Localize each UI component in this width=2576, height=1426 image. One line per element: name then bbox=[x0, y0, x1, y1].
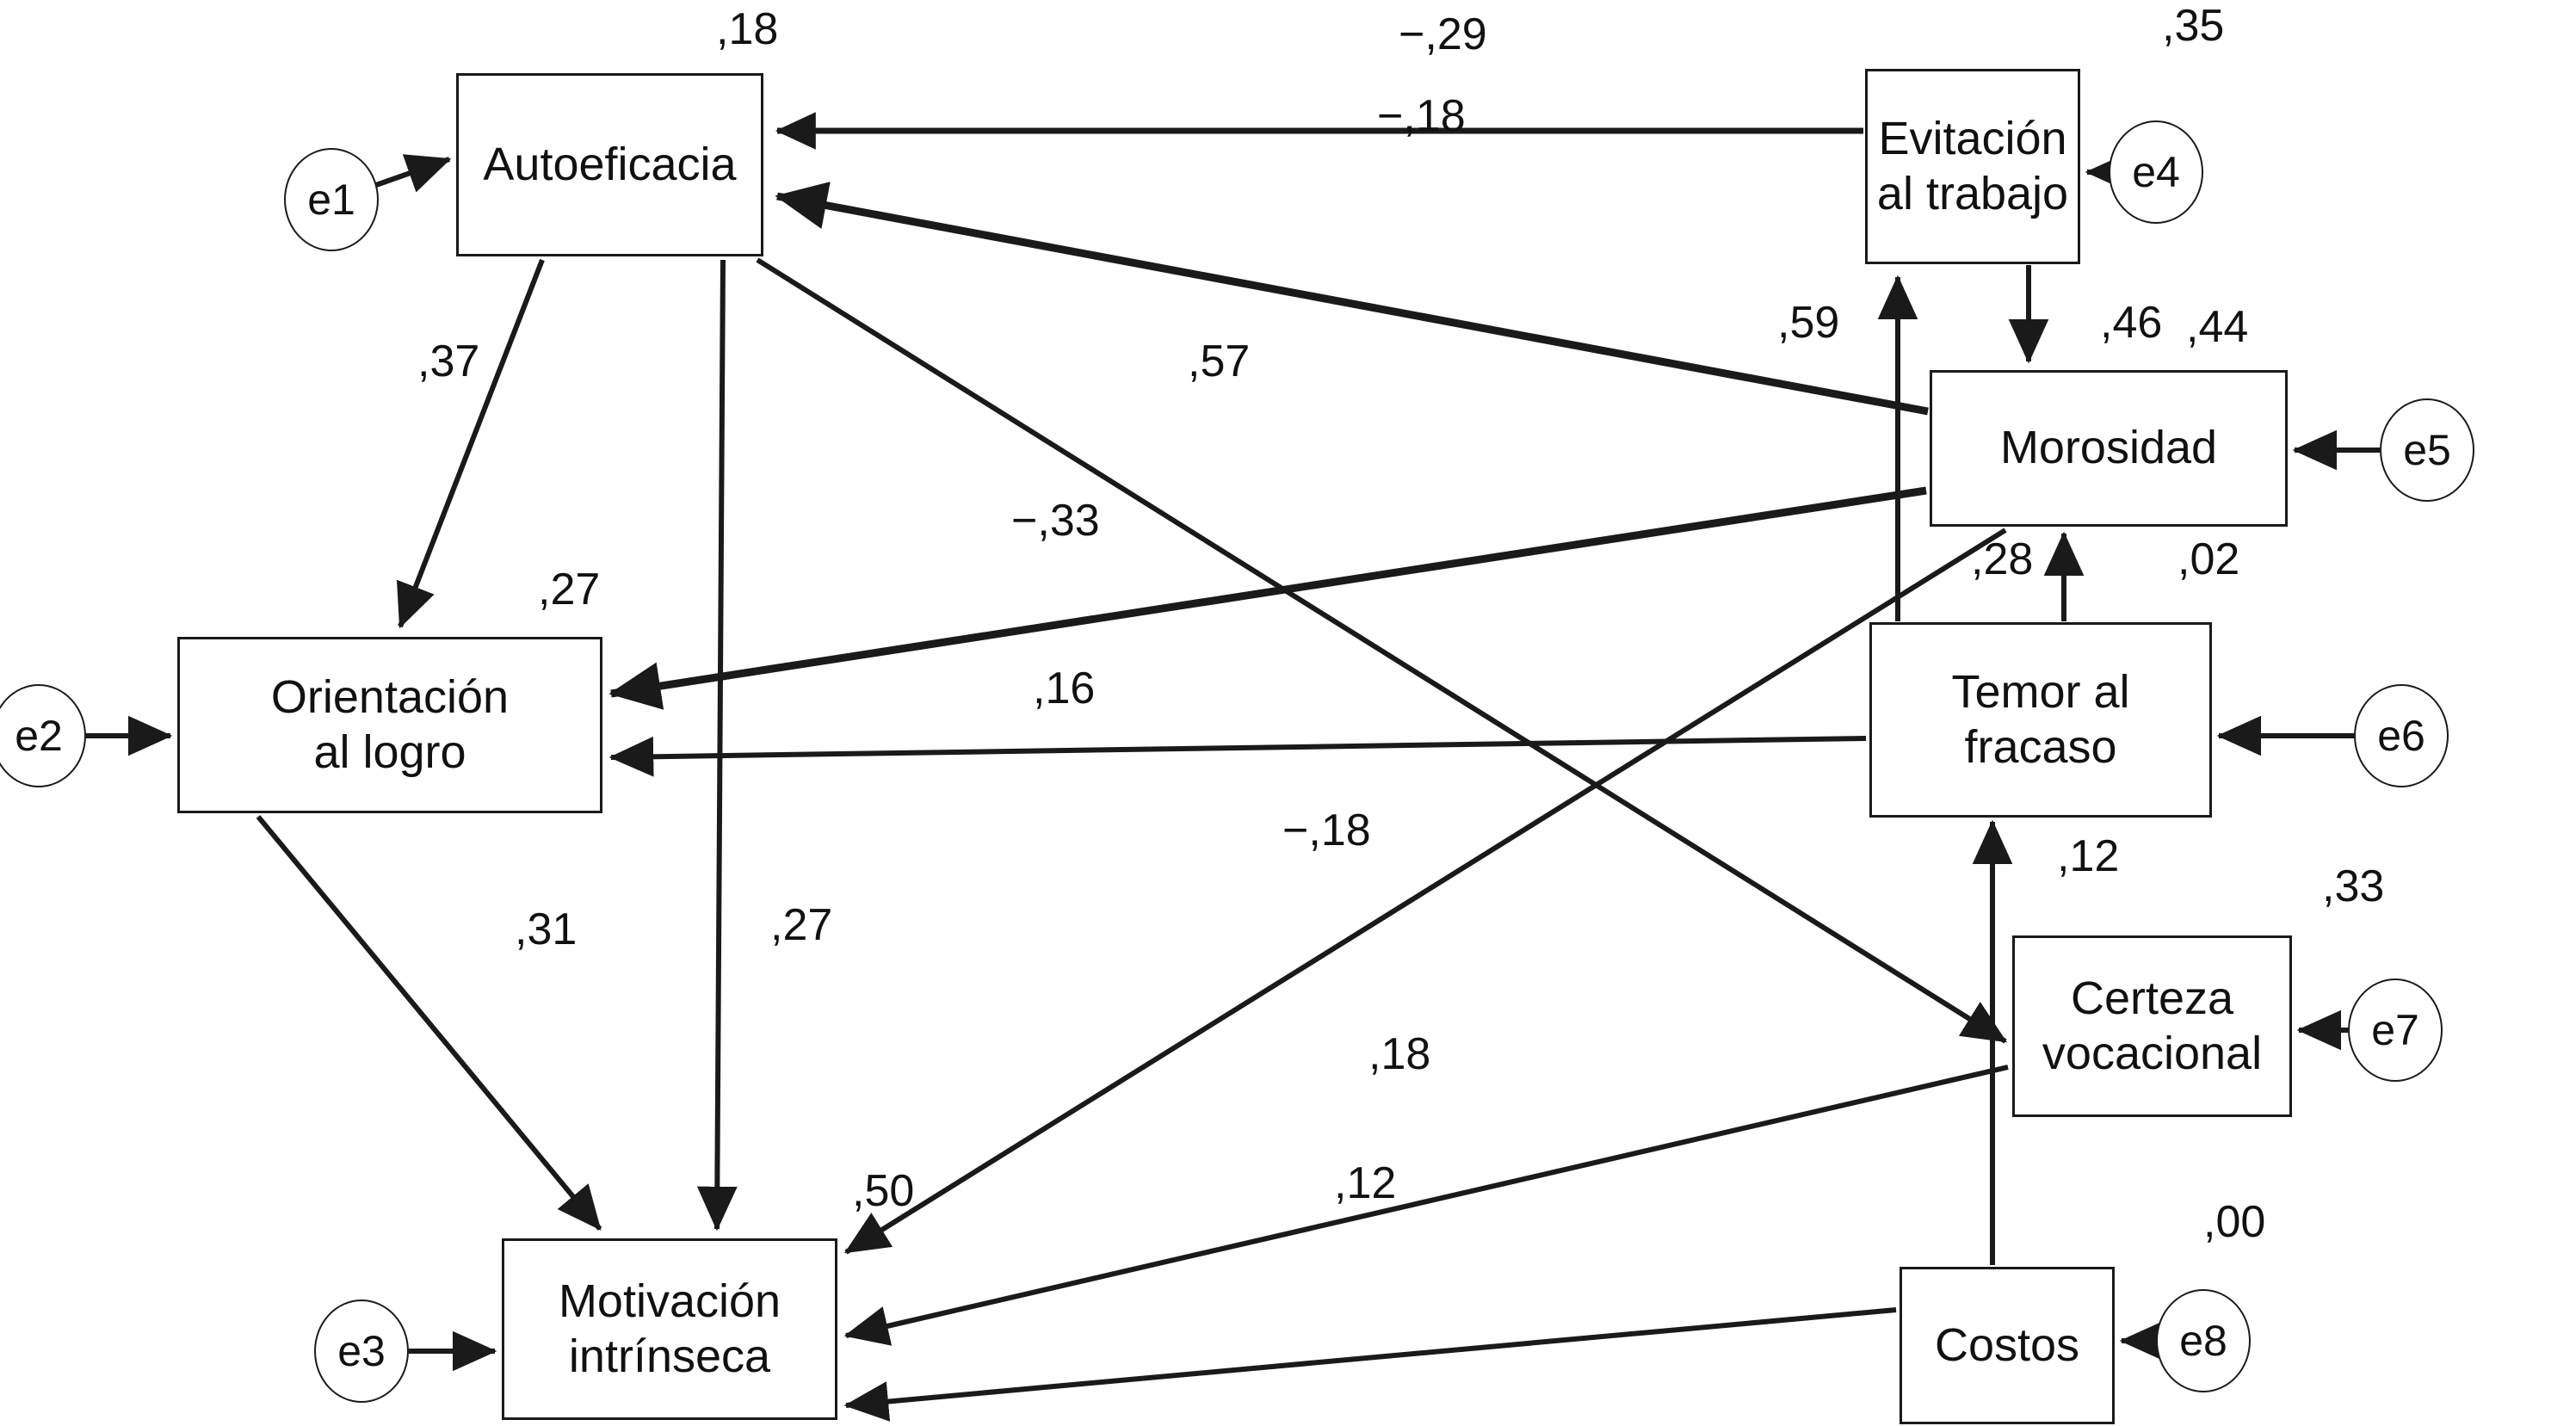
r2-label-morosidad: ,44 bbox=[2186, 302, 2249, 352]
r2-label-costos: ,00 bbox=[2203, 1197, 2266, 1247]
path-morosidad-to-autoeficacia bbox=[775, 182, 1929, 416]
coef-morosidad-orientacion: −,33 bbox=[1011, 496, 1100, 546]
node-certeza-vocacional[interactable]: Certeza vocacional bbox=[2012, 935, 2292, 1117]
coef-morosidad-autoeficacia: −,18 bbox=[1377, 91, 1466, 141]
node-label-temor-al-fracaso: Temor al fracaso bbox=[1951, 665, 2130, 773]
error-label-e3: e3 bbox=[337, 1327, 386, 1375]
node-label-costos: Costos bbox=[1934, 1318, 2080, 1371]
coef-evitacion-autoeficacia: −,29 bbox=[1399, 9, 1487, 59]
coef-evitacion-morosidad: ,46 bbox=[2100, 298, 2163, 348]
coef-morosidad-motivacion: −,18 bbox=[1282, 806, 1371, 855]
node-label-motivacion-intrinseca: Motivación intrínseca bbox=[558, 1275, 781, 1382]
node-label-autoeficacia: Autoeficacia bbox=[483, 138, 737, 190]
path-temor-to-orientacion bbox=[608, 736, 1867, 777]
error-label-e8: e8 bbox=[2179, 1317, 2227, 1365]
error-node-e7[interactable]: e7 bbox=[2348, 978, 2443, 1082]
error-node-e4[interactable]: e4 bbox=[2109, 120, 2203, 224]
node-label-orientacion-al-logro: Orientación al logro bbox=[270, 670, 510, 778]
coef-autoeficacia-certeza: ,57 bbox=[1188, 336, 1251, 386]
error-node-e8[interactable]: e8 bbox=[2156, 1289, 2251, 1392]
node-autoeficacia[interactable]: Autoeficacia bbox=[456, 73, 763, 256]
error-label-e2: e2 bbox=[15, 712, 63, 760]
r2-label-evitacion: ,35 bbox=[2162, 1, 2225, 51]
error-label-e6: e6 bbox=[2377, 712, 2425, 760]
error-node-e1[interactable]: e1 bbox=[284, 148, 379, 251]
path-autoeficacia-to-motivacion bbox=[696, 259, 738, 1232]
path-autoeficacia-to-orientacion bbox=[396, 258, 545, 629]
r2-label-orientacion: ,27 bbox=[538, 565, 601, 614]
error-label-e7: e7 bbox=[2371, 1006, 2419, 1054]
coef-certeza-motivacion: ,18 bbox=[1368, 1029, 1431, 1079]
node-label-certeza-vocacional: Certeza vocacional bbox=[2042, 972, 2263, 1079]
error-label-e4: e4 bbox=[2132, 148, 2180, 196]
error-label-e5: e5 bbox=[2403, 426, 2451, 474]
arrow-e1-autoeficacia bbox=[375, 154, 452, 193]
node-evitacion-al-trabajo[interactable]: Evitación al trabajo bbox=[1865, 69, 2080, 264]
coef-costos-temor: ,12 bbox=[2057, 831, 2120, 881]
error-node-e6[interactable]: e6 bbox=[2354, 684, 2449, 787]
node-motivacion-intrinseca[interactable]: Motivación intrínseca bbox=[502, 1238, 837, 1420]
r2-label-temor: ,02 bbox=[2178, 534, 2240, 584]
path-costos-to-motivacion bbox=[843, 1307, 1897, 1422]
path-autoeficacia-to-certeza bbox=[756, 257, 2008, 1044]
coef-temor-morosidad: ,28 bbox=[1971, 534, 2034, 584]
coef-orientacion-motivacion: ,31 bbox=[515, 904, 578, 954]
node-morosidad[interactable]: Morosidad bbox=[1930, 370, 2288, 527]
coef-costos-motivacion: ,12 bbox=[1334, 1158, 1397, 1208]
coef-autoeficacia-motivacion: ,27 bbox=[770, 900, 833, 950]
node-label-evitacion-al-trabajo: Evitación al trabajo bbox=[1876, 112, 2069, 219]
error-label-e1: e1 bbox=[307, 176, 355, 224]
path-certeza-to-motivacion bbox=[843, 1065, 2009, 1346]
node-label-morosidad: Morosidad bbox=[1999, 422, 2218, 474]
coef-temor-orientacion: ,16 bbox=[1033, 664, 1096, 713]
path-orientacion-to-motivacion bbox=[256, 815, 602, 1231]
r2-label-autoeficacia: ,18 bbox=[716, 4, 779, 54]
node-temor-al-fracaso[interactable]: Temor al fracaso bbox=[1869, 622, 2212, 818]
r2-label-certeza: ,33 bbox=[2322, 861, 2385, 911]
node-costos[interactable]: Costos bbox=[1900, 1267, 2115, 1424]
node-orientacion-al-logro[interactable]: Orientación al logro bbox=[177, 637, 602, 813]
error-node-e5[interactable]: e5 bbox=[2380, 398, 2474, 502]
r2-label-motivacion: ,50 bbox=[852, 1166, 915, 1216]
coef-temor-evitacion: ,59 bbox=[1777, 298, 1840, 348]
error-node-e3[interactable]: e3 bbox=[314, 1299, 409, 1403]
error-node-e2[interactable]: e2 bbox=[0, 684, 86, 787]
coef-autoeficacia-orientacion: ,37 bbox=[417, 336, 480, 386]
path-morosidad-to-orientacion bbox=[608, 486, 1927, 710]
path-morosidad-to-motivacion bbox=[843, 528, 2007, 1255]
